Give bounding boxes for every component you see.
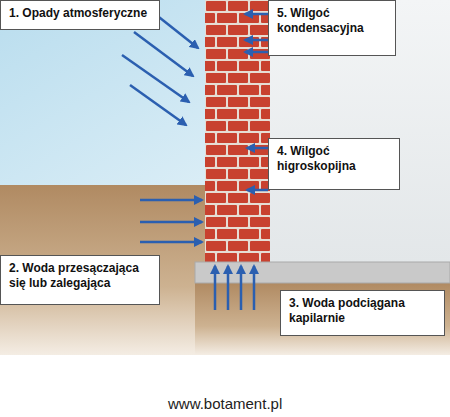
capillary-arrow — [240, 266, 243, 310]
soil — [0, 185, 205, 355]
seepage-arrow — [140, 221, 202, 224]
hygroscopic-arrow — [247, 147, 268, 150]
hygroscopic-arrow — [247, 189, 268, 192]
seepage-arrow — [140, 199, 202, 202]
soil — [195, 283, 450, 355]
watermark: www.botament.pl — [168, 395, 282, 412]
label-box: 2. Woda przesączająca się lub zalegająca — [0, 255, 160, 305]
rain-arrow — [122, 55, 189, 102]
seepage-arrow — [140, 241, 202, 244]
box-text: 4. Wilgoć higroskopijna — [277, 144, 391, 174]
label-box: 4. Wilgoć higroskopijna — [268, 138, 400, 190]
condensation-arrow — [245, 13, 268, 16]
condensation-arrow — [245, 39, 268, 42]
label-box: 5. Wilgoć kondensacyjna — [268, 0, 396, 56]
capillary-arrow — [227, 266, 230, 310]
label-box: 3. Woda podciągana kapilarnie — [280, 290, 445, 336]
label-box: 1. Opady atmosferyczne — [0, 0, 160, 30]
rain-arrow — [130, 85, 186, 125]
box-text: 3. Woda podciągana kapilarnie — [289, 296, 436, 326]
capillary-arrow — [214, 266, 217, 310]
floor-slab — [195, 262, 450, 283]
condensation-arrow — [245, 51, 268, 54]
box-text: 5. Wilgoć kondensacyjna — [277, 6, 387, 36]
box-text: 1. Opady atmosferyczne — [9, 6, 151, 21]
capillary-arrow — [253, 266, 256, 310]
brick-wall — [205, 0, 270, 265]
box-text: 2. Woda przesączająca się lub zalegająca — [9, 261, 151, 291]
